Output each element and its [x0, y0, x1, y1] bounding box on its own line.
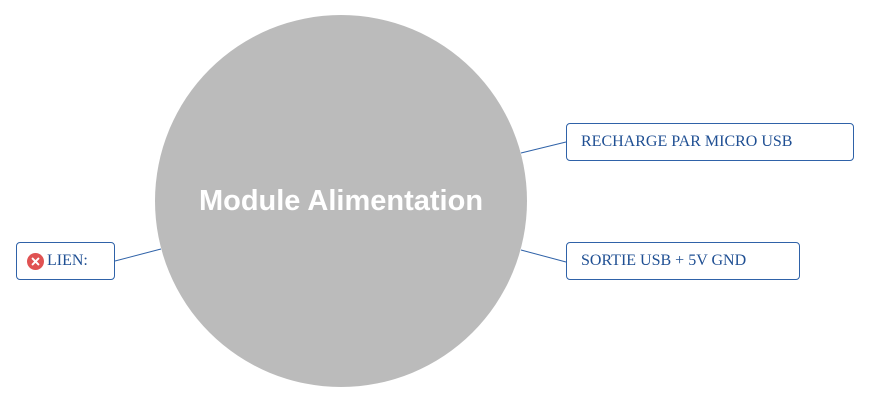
topic-recharge-label: RECHARGE PAR MICRO USB: [581, 133, 793, 150]
topic-sortie-label: SORTIE USB + 5V GND: [581, 252, 747, 269]
topic-lien[interactable]: LIEN:: [16, 242, 115, 280]
error-icon: [27, 252, 44, 270]
central-topic-label: Module Alimentation: [198, 184, 484, 217]
topic-sortie-usb[interactable]: SORTIE USB + 5V GND: [566, 242, 800, 280]
connector-lien: [114, 248, 162, 262]
topic-recharge-micro-usb[interactable]: RECHARGE PAR MICRO USB: [566, 123, 854, 161]
connector-recharge: [520, 141, 567, 154]
topic-lien-label: LIEN:: [47, 252, 88, 269]
central-topic[interactable]: Module Alimentation: [155, 15, 527, 387]
connector-sortie: [520, 249, 567, 263]
